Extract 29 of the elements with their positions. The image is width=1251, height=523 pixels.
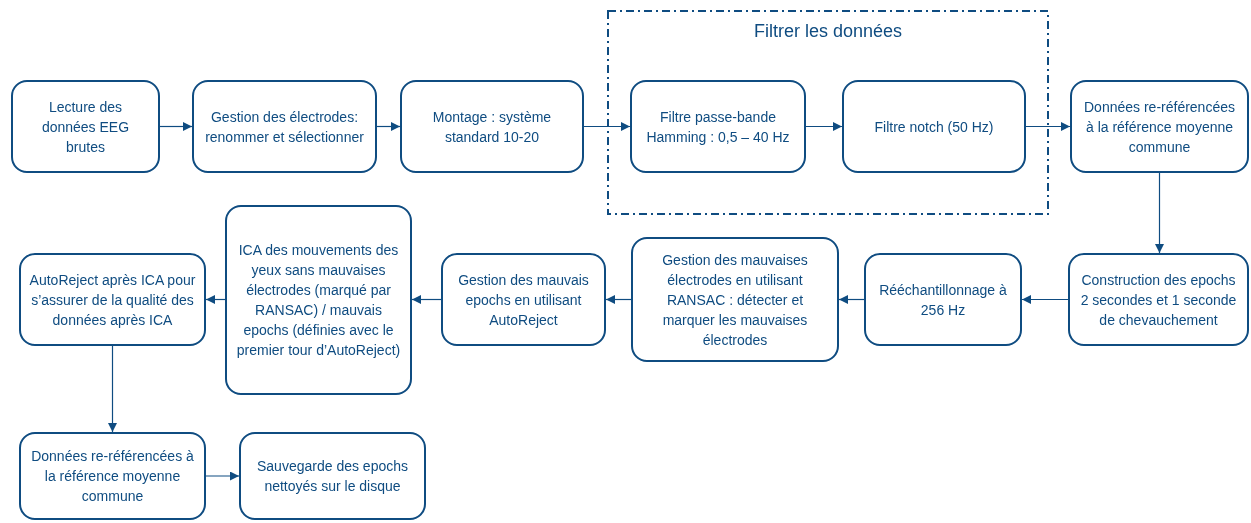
process-box: Lecture des données EEG brutes (11, 80, 160, 173)
process-box: Filtre passe-bande Hamming : 0,5 – 40 Hz (630, 80, 806, 173)
process-box: Construction des epochs 2 secondes et 1 seconde de chevauchement (1068, 253, 1249, 346)
arrow (1025, 122, 1071, 131)
process-box: Données re-référencées à la référence moyenne commune (1070, 80, 1249, 173)
process-box: ICA des mouvements des yeux sans mauvaises électrodes (marqué par RANSAC) / mauvais epochs (définies avec le premier tour d’AutoReject) (225, 205, 412, 395)
process-box: AutoReject après ICA pour s’assurer de la qualité des données après ICA (19, 253, 206, 346)
arrow (838, 295, 865, 304)
arrow (205, 471, 240, 481)
arrow (411, 295, 442, 304)
group-title: Filtrer les données (752, 20, 904, 43)
arrow (159, 122, 193, 131)
arrow (605, 295, 632, 304)
process-box: Gestion des mauvaises électrodes en utilisant RANSAC : détecter et marquer les mauvaises électrodes (631, 237, 839, 362)
process-box: Sauvegarde des epochs nettoyés sur le disque (239, 432, 426, 520)
arrow (1155, 172, 1164, 254)
process-box: Rééchantillonnage à 256 Hz (864, 253, 1022, 346)
arrow (205, 295, 226, 304)
arrow (1021, 295, 1069, 304)
process-box: Gestion des électrodes: renommer et sélectionner (192, 80, 377, 173)
process-box: Montage : système standard 10-20 (400, 80, 584, 173)
process-box: Données re-référencées à la référence moyenne commune (19, 432, 206, 520)
group-frame (607, 10, 1049, 215)
arrow (108, 345, 117, 433)
process-box: Gestion des mauvais epochs en utilisant AutoReject (441, 253, 606, 346)
arrow (376, 122, 401, 131)
process-box: Filtre notch (50 Hz) (842, 80, 1026, 173)
arrow (805, 122, 843, 131)
arrow (583, 122, 631, 131)
